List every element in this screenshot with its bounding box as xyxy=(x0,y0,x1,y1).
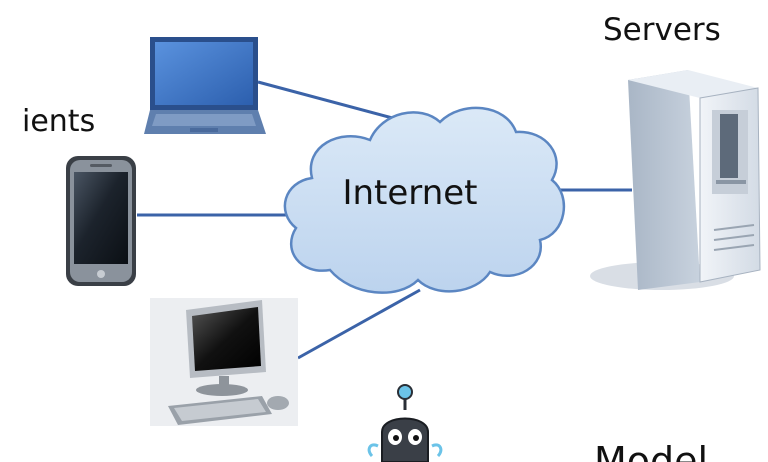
server-tower-icon xyxy=(590,70,761,290)
internet-cloud: Internet xyxy=(283,106,566,294)
clients-label: ients xyxy=(22,104,95,139)
link-desktop-internet xyxy=(297,288,421,360)
smartphone-icon xyxy=(66,156,136,286)
servers-label: Servers xyxy=(603,12,721,48)
internet-label: Internet xyxy=(342,173,477,213)
model-label: Model xyxy=(594,439,708,462)
laptop-icon xyxy=(144,37,266,134)
robot-mascot-icon xyxy=(367,384,443,462)
link-laptop-internet xyxy=(257,80,401,122)
desktop-computer-icon xyxy=(150,298,298,426)
